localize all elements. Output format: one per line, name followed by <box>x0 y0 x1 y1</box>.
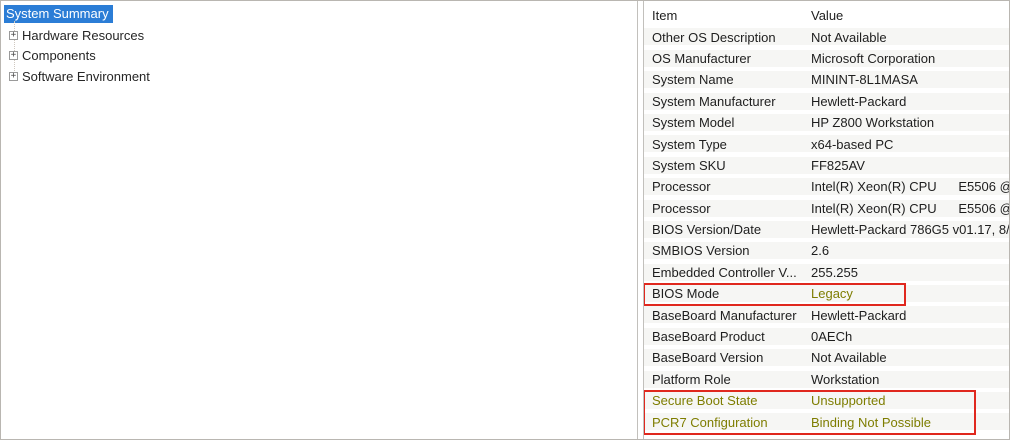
item-cell: BIOS Version/Date <box>652 222 762 238</box>
column-header-item[interactable]: Item <box>652 8 678 24</box>
table-row[interactable]: Platform Role Workstation <box>644 368 1009 391</box>
item-cell: Platform Role <box>652 371 731 387</box>
item-cell: BaseBoard Version <box>652 350 764 366</box>
item-cell: OS Manufacturer <box>652 50 751 66</box>
table-row[interactable]: System Name MININT-8L1MASA <box>644 69 1009 91</box>
tree-item-system-summary[interactable]: System Summary <box>4 5 113 23</box>
tree-item-software-environment[interactable]: + Software Environment <box>3 66 637 87</box>
table-row[interactable]: OS Manufacturer Microsoft Corporation <box>644 47 1009 70</box>
pane-splitter[interactable] <box>638 1 643 439</box>
tree-item-label: Software Environment <box>22 68 150 84</box>
value-cell: Hewlett-Packard 786G5 v01.17, 8/23/2010 <box>811 222 1009 238</box>
item-cell: Processor <box>652 200 711 216</box>
table-row-pcr7-configuration[interactable]: PCR7 Configuration Binding Not Possible <box>644 411 1009 433</box>
item-cell: Embedded Controller V... <box>652 264 797 280</box>
tree-item-label: Hardware Resources <box>22 27 145 43</box>
value-cell: MININT-8L1MASA <box>811 72 918 88</box>
category-tree-pane: System Summary + Hardware Resources + Co… <box>1 1 638 439</box>
value-cell: Binding Not Possible <box>811 414 931 430</box>
tree-item-label: Components <box>22 48 96 64</box>
item-cell: System Name <box>652 72 734 88</box>
value-cell: Workstation <box>811 371 880 387</box>
tree-item-hardware-resources[interactable]: + Hardware Resources <box>3 25 637 46</box>
value-cell: 0AECh <box>811 329 853 345</box>
value-cell: Not Available <box>811 350 887 366</box>
tree-item-list: + Hardware Resources + Components + Soft… <box>3 21 637 87</box>
item-cell: System Manufacturer <box>652 93 776 109</box>
table-row-secure-boot-state[interactable]: Secure Boot State Unsupported <box>644 390 1009 412</box>
column-header-value[interactable]: Value <box>811 8 844 24</box>
expand-plus-icon[interactable]: + <box>9 50 18 61</box>
item-cell: BIOS Mode <box>652 286 720 302</box>
item-cell: Secure Boot State <box>652 393 758 409</box>
table-row[interactable]: BaseBoard Product 0AECh <box>644 325 1009 348</box>
table-row[interactable]: BIOS Version/Date Hewlett-Packard 786G5 … <box>644 218 1009 241</box>
item-cell: BaseBoard Product <box>652 329 765 345</box>
tree-item-components[interactable]: + Components <box>3 46 637 67</box>
table-row[interactable]: BaseBoard Manufacturer Hewlett-Packard <box>644 304 1009 326</box>
item-cell: System Model <box>652 115 735 131</box>
table-row[interactable]: System Model HP Z800 Workstation <box>644 111 1009 134</box>
table-row-bios-mode[interactable]: BIOS Mode Legacy <box>644 283 1009 305</box>
item-cell: BaseBoard Manufacturer <box>652 307 797 323</box>
value-cell: Intel(R) Xeon(R) CPU E5506 @ 2.13GHz <box>811 200 1009 216</box>
value-cell: FF825AV <box>811 157 865 173</box>
value-cell: x64-based PC <box>811 136 894 152</box>
details-pane: Item Value Other OS Description Not Avai… <box>643 1 1009 439</box>
expand-plus-icon[interactable]: + <box>9 70 18 81</box>
table-row[interactable]: Embedded Controller V... 255.255 <box>644 261 1009 284</box>
column-header-row: Item Value <box>644 5 1009 26</box>
value-cell: Not Available <box>811 29 887 45</box>
value-cell: Unsupported <box>811 393 886 409</box>
table-row[interactable]: System SKU FF825AV <box>644 154 1009 177</box>
table-row[interactable]: System Type x64-based PC <box>644 133 1009 155</box>
item-cell: SMBIOS Version <box>652 243 750 259</box>
value-cell: Microsoft Corporation <box>811 50 936 66</box>
item-cell: System Type <box>652 136 727 152</box>
value-cell: 2.6 <box>811 243 830 259</box>
value-cell: Hewlett-Packard <box>811 307 907 323</box>
table-row[interactable]: BaseBoard Version Not Available <box>644 347 1009 369</box>
table-row[interactable]: Processor Intel(R) Xeon(R) CPU E5506 @ 2… <box>644 176 1009 198</box>
item-cell: System SKU <box>652 157 726 173</box>
value-cell: Hewlett-Packard <box>811 93 907 109</box>
value-cell: Intel(R) Xeon(R) CPU E5506 @ 2.13GHz <box>811 179 1009 195</box>
item-cell: Processor <box>652 179 711 195</box>
value-cell: HP Z800 Workstation <box>811 115 935 131</box>
table-row[interactable]: Processor Intel(R) Xeon(R) CPU E5506 @ 2… <box>644 197 1009 219</box>
table-row[interactable]: SMBIOS Version 2.6 <box>644 240 1009 262</box>
expand-plus-icon[interactable]: + <box>9 29 18 40</box>
table-row[interactable]: Other OS Description Not Available <box>644 26 1009 48</box>
value-cell: Legacy <box>811 286 853 302</box>
table-row[interactable]: System Manufacturer Hewlett-Packard <box>644 90 1009 112</box>
item-cell: PCR7 Configuration <box>652 414 768 430</box>
item-cell: Other OS Description <box>652 29 776 45</box>
value-cell: 255.255 <box>811 264 858 280</box>
